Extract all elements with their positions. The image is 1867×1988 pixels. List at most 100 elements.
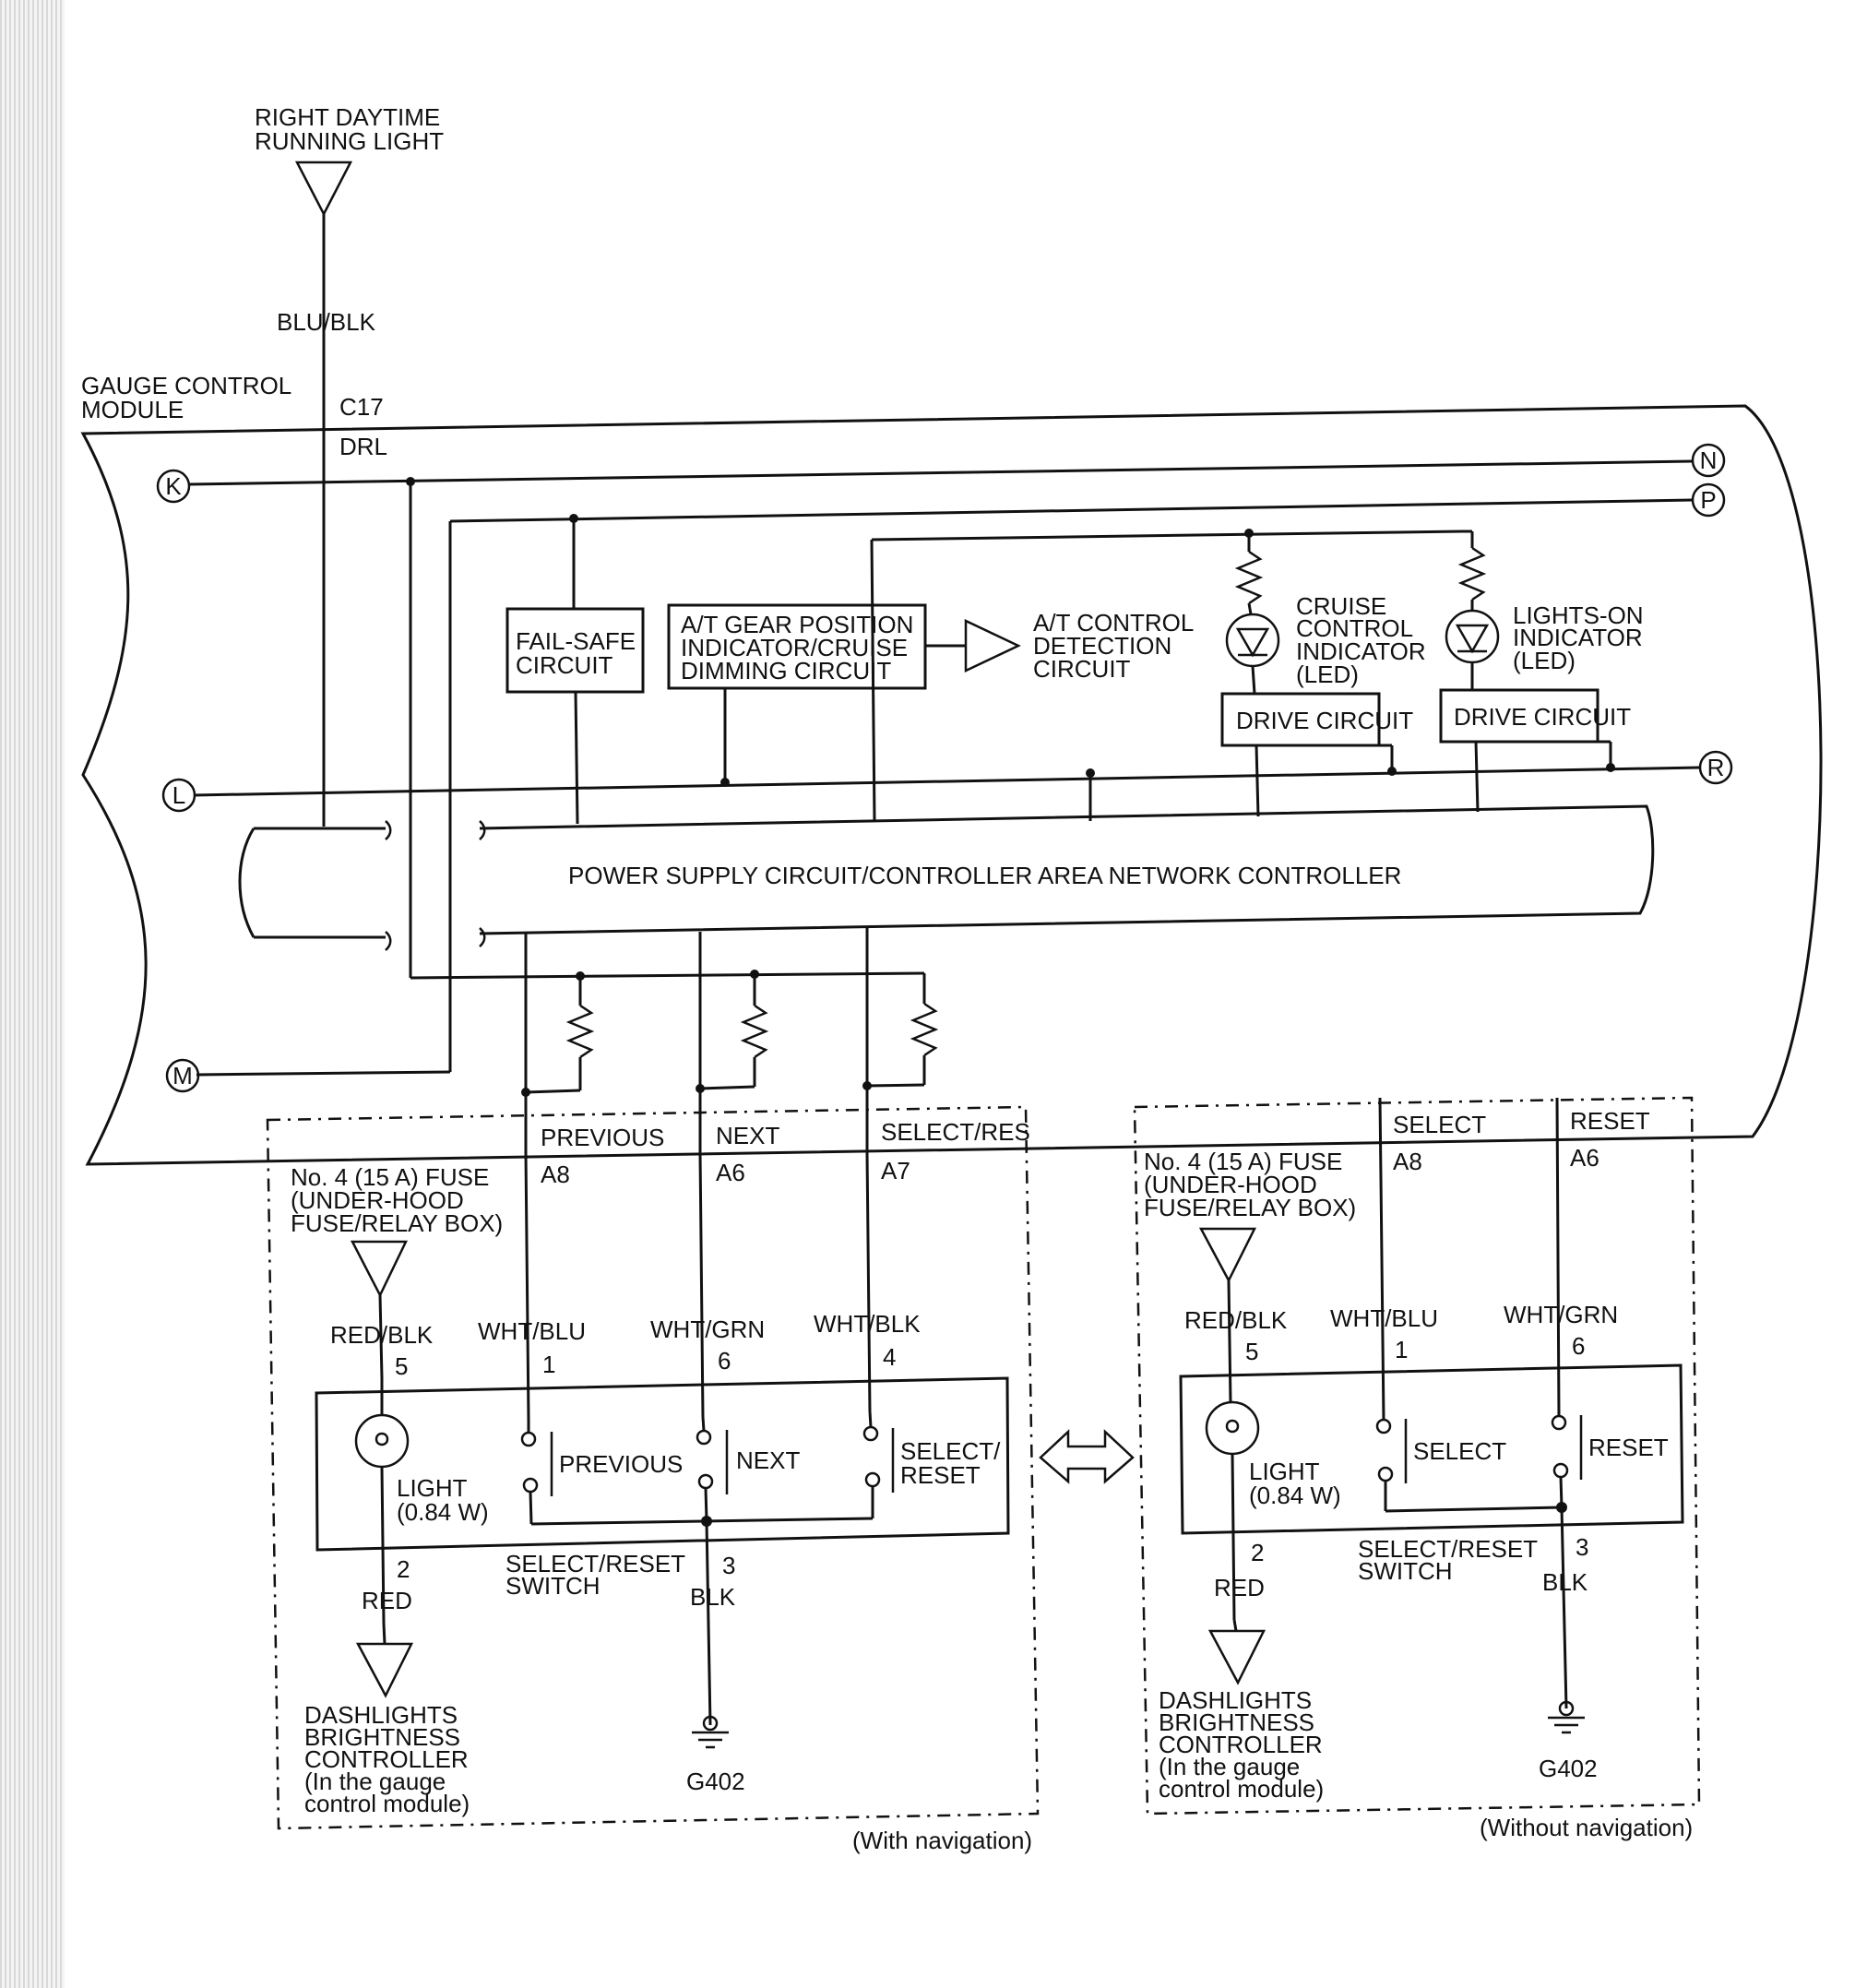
connector-n-label: N [1700,446,1718,474]
pullup-resistor-1-icon [565,1004,595,1059]
wn-switch-reset-label: RESET [900,1461,981,1489]
page-edge-shadow [0,0,65,1988]
wn-dash-line3: CONTROLLER [304,1745,469,1773]
pullup-resistor-2-icon [740,1004,769,1059]
buses [188,459,1701,1077]
wn-signal-next: NEXT [716,1122,779,1149]
won-term-3: 3 [1576,1533,1588,1561]
power-supply-controller: POWER SUPPLY CIRCUIT/CONTROLLER AREA NET… [238,804,1655,951]
wn-signal-selectres: SELECT/RES [881,1118,1030,1146]
won-wire-redblk: RED/BLK [1184,1306,1288,1334]
bidirectional-arrow-icon [1039,1429,1135,1484]
wn-wire-whtgrn: WHT/GRN [650,1315,765,1343]
wn-next-switch-icon [696,1416,729,1521]
connector-m-icon [165,1058,200,1093]
lights-label-line1: LIGHTS-ON [1513,601,1644,629]
wn-selectreset-switch-icon [862,1411,895,1518]
won-reset-switch-icon [1551,1414,1583,1508]
won-dash-triangle-icon [1207,1629,1266,1685]
wn-switch-housing [315,1376,1010,1552]
connector-p-icon [1691,482,1726,518]
wn-switch-name-line2: SWITCH [505,1572,601,1600]
fail-safe-circuit: FAIL-SAFE CIRCUIT [505,514,645,825]
wn-switch-next-label: NEXT [736,1446,800,1474]
won-fuse-triangle-icon [1198,1227,1257,1283]
drl-label-line2: RUNNING LIGHT [255,127,444,155]
won-light-label-line2: (0.84 W) [1249,1482,1341,1509]
connector-m-label: M [172,1062,193,1089]
connector-k-icon [156,469,191,504]
wn-previous-switch-icon [520,1421,553,1525]
wn-dash-line2: BRIGHTNESS [304,1723,460,1751]
wn-fuse-line1: No. 4 (15 A) FUSE [291,1163,489,1191]
wn-dash-line4: (In the gauge [304,1768,446,1795]
pullup-resistors [521,928,939,1153]
connector-n-icon [1691,443,1726,478]
wn-term-5: 5 [395,1352,408,1380]
won-switch-select-label: SELECT [1413,1437,1506,1465]
won-switch-name-line1: SELECT/RESET [1358,1535,1538,1563]
atcontrol-label-line1: A/T CONTROL [1033,609,1194,637]
won-wire-red: RED [1214,1574,1265,1601]
drl-wire-color: BLU/BLK [277,308,376,336]
wn-pin-a7: A7 [881,1157,910,1184]
cruise-label-line4: (LED) [1296,661,1359,688]
won-dash-line4: (In the gauge [1159,1753,1300,1780]
buffer-triangle-icon [964,619,1021,673]
won-pin-a6: A6 [1570,1144,1599,1172]
won-wire-whtblu: WHT/BLU [1330,1304,1438,1332]
wn-pin-a8: A8 [541,1161,570,1188]
module-pin-c17: C17 [339,393,384,421]
won-caption: (Without navigation) [1480,1814,1693,1841]
wn-fuse-triangle-icon [350,1240,408,1298]
won-pin-a8: A8 [1393,1148,1422,1175]
wn-light-label-line1: LIGHT [397,1474,468,1502]
wn-fuse-line3: FUSE/RELAY BOX) [291,1209,503,1237]
wn-fuse-line2: (UNDER-HOOD [291,1186,464,1214]
won-wire-blk: BLK [1542,1568,1588,1596]
wn-dash-line5: control module) [304,1790,470,1817]
won-signal-select: SELECT [1393,1111,1486,1138]
module-outline [80,404,1823,1166]
connector-l-icon [161,778,196,813]
won-term-6: 6 [1572,1332,1585,1360]
wn-term-6: 6 [718,1347,731,1375]
wn-term-3: 3 [722,1552,735,1579]
drl-source: RIGHT DAYTIME RUNNING LIGHT BLU/BLK [255,103,444,827]
wn-wire-redblk: RED/BLK [330,1321,434,1349]
won-fuse-line1: No. 4 (15 A) FUSE [1144,1148,1342,1175]
atcontrol-label-line3: CIRCUIT [1033,655,1131,683]
cruise-indicator: DRIVE CIRCUIT CRUISE CONTROL INDICATOR (… [1220,533,1426,817]
atcontrol-label-line2: DETECTION [1033,632,1171,660]
wn-switch-previous-label: PREVIOUS [559,1450,683,1478]
won-switch-name-line2: SWITCH [1358,1557,1453,1585]
lights-label-line2: INDICATOR [1513,624,1643,651]
won-term-5: 5 [1245,1338,1258,1365]
lights-label-line3: (LED) [1513,647,1576,674]
atgear-label-line2: INDICATOR/CRUISE [681,634,908,661]
wn-wire-red: RED [362,1587,412,1614]
drl-label-line1: RIGHT DAYTIME [255,103,440,131]
failsafe-label-line2: CIRCUIT [516,651,613,679]
connector-r-icon [1698,750,1733,785]
module-label-line1: GAUGE CONTROL [81,372,291,399]
wn-light-bulb-icon [354,1413,410,1469]
wn-switch-select-label: SELECT/ [900,1437,1001,1465]
connector-r-label: R [1707,754,1725,781]
power-supply-label: POWER SUPPLY CIRCUIT/CONTROLLER AREA NET… [568,862,1401,889]
wn-caption: (With navigation) [852,1827,1032,1854]
won-signal-reset: RESET [1570,1107,1650,1135]
won-term-1: 1 [1395,1336,1408,1363]
atgear-label-line3: DIMMING CIRCUIT [681,657,891,684]
won-dash-line3: CONTROLLER [1159,1731,1323,1758]
won-ground-label: G402 [1539,1755,1598,1782]
connector-p-label: P [1700,486,1716,514]
drl-triangle-icon [294,161,353,217]
wn-ground-label: G402 [686,1768,745,1795]
won-term-2: 2 [1251,1539,1264,1566]
with-navigation-section: PREVIOUS NEXT SELECT/RES A8 A6 A7 No. 4 … [266,1105,1040,1854]
wn-pin-a6: A6 [716,1159,745,1186]
wn-wire-whtblu: WHT/BLU [478,1317,586,1345]
without-navigation-section: SELECT RESET A8 A6 No. 4 (15 A) FUSE (UN… [1133,1096,1701,1841]
